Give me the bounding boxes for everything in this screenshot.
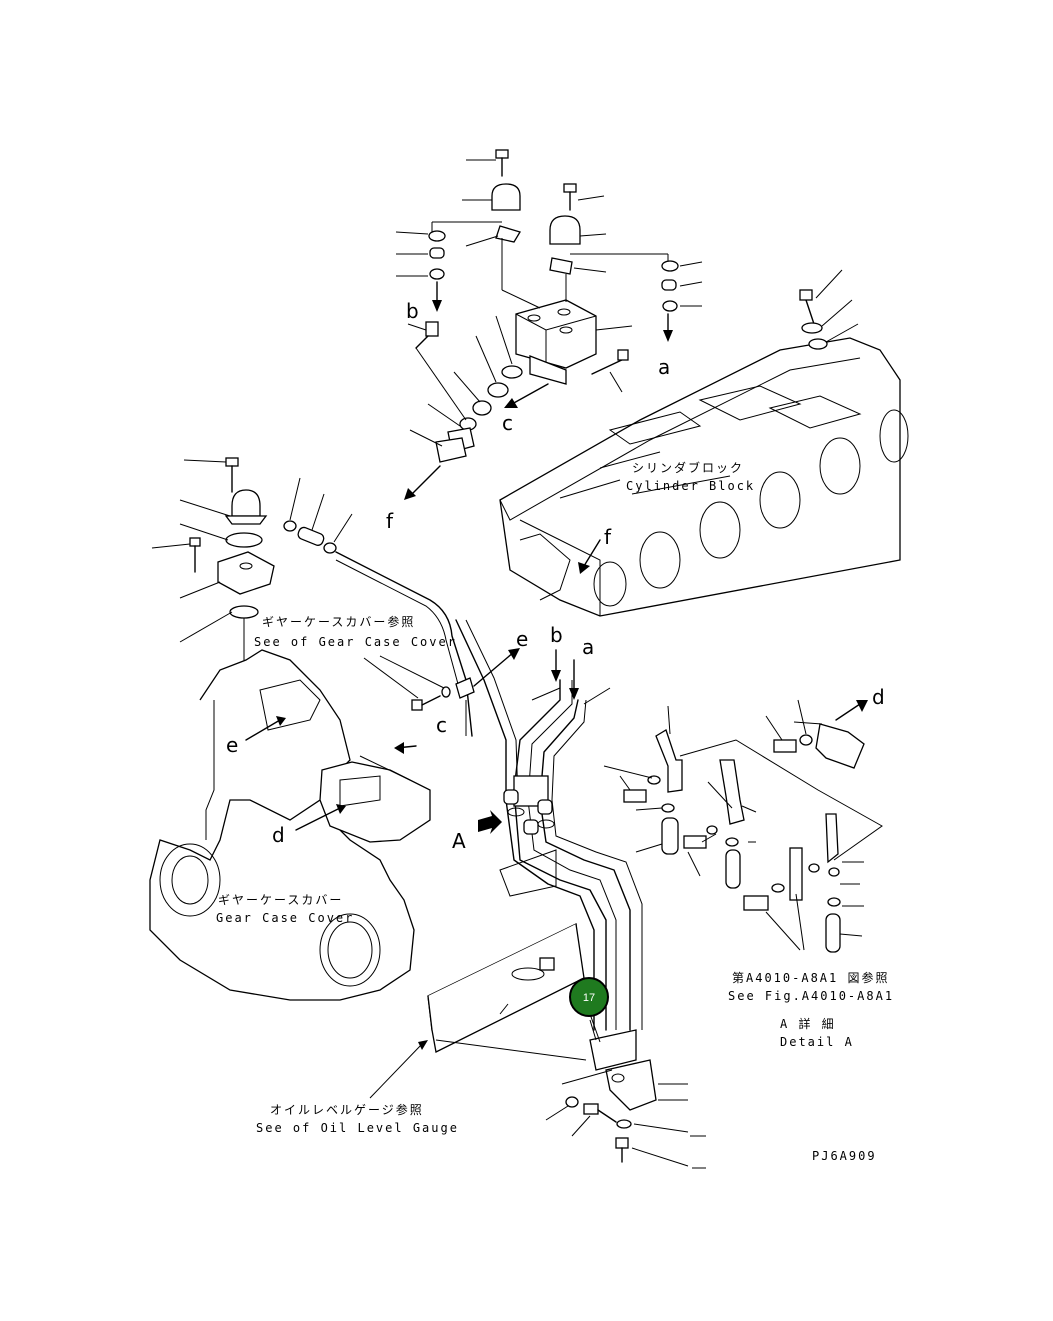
callout-17[interactable]: 17	[569, 977, 609, 1043]
bolt-top-left	[466, 149, 509, 177]
marker-a-top: a	[658, 355, 670, 379]
label-gear-case-cover-ref-en: See of Gear Case Cover	[254, 635, 457, 649]
gear-case-cover	[149, 648, 520, 1001]
bolt-top-right	[563, 183, 605, 211]
manifold-block	[501, 238, 633, 393]
left-breather-parts	[151, 457, 473, 737]
pipe-clamps	[503, 775, 555, 835]
dome-fitting-left	[462, 183, 521, 247]
marker-b-pipe: b	[550, 623, 563, 647]
label-gear-case-cover-en: Gear Case Cover	[216, 911, 354, 925]
right-small-parts	[570, 253, 703, 342]
oil-level-gauge-plate	[369, 922, 587, 1099]
main-pipes	[455, 619, 643, 1031]
label-cylinder-block-jp: シリンダブロック	[632, 460, 744, 475]
detail-a	[603, 699, 883, 953]
rings-and-elbow	[404, 315, 549, 500]
cylinder-bores	[593, 409, 909, 607]
marker-d-detail: d	[872, 685, 885, 709]
label-gear-case-cover-ref-jp: ギヤーケースカバー参照	[262, 614, 415, 629]
dome-fitting-right	[549, 215, 607, 275]
marker-b-top: b	[406, 299, 419, 323]
marker-A-detail: A	[452, 829, 466, 853]
label-gear-case-cover-jp: ギヤーケースカバー	[218, 893, 343, 907]
marker-d-gear: d	[272, 823, 285, 847]
left-small-parts	[395, 221, 502, 312]
label-cylinder-block-en: Cylinder Block	[626, 479, 755, 493]
marker-f-block: f	[604, 525, 612, 549]
marker-e-gear: e	[226, 733, 238, 757]
marker-e-pipe: e	[516, 627, 528, 651]
marker-c-gear: c	[436, 713, 447, 737]
label-fig-ref-jp: 第A4010-A8A1 図参照	[732, 970, 889, 985]
marker-c-top: c	[502, 411, 513, 435]
diagram-labels: シリンダブロック Cylinder Block ギヤーケースカバー参照 See …	[216, 460, 894, 1163]
label-oil-level-en: See of Oil Level Gauge	[256, 1121, 459, 1135]
label-detail-jp: A 詳 細	[780, 1016, 836, 1031]
label-detail-en: Detail A	[780, 1035, 854, 1049]
top-manifold-assembly	[395, 149, 703, 500]
callout-17-number: 17	[583, 992, 595, 1004]
label-oil-level-jp: オイルレベルゲージ参照	[270, 1102, 424, 1117]
letter-markers: b a c f f e b a c e d d A	[226, 299, 885, 853]
cylinder-block	[499, 269, 909, 617]
marker-f-left: f	[386, 509, 394, 533]
label-drawing-code: PJ6A909	[812, 1149, 877, 1163]
marker-a-pipe: a	[582, 635, 594, 659]
callout-17-badge[interactable]	[569, 977, 609, 1017]
bottom-bracket	[545, 1019, 706, 1169]
label-fig-ref-en: See Fig.A4010-A8A1	[728, 989, 894, 1003]
